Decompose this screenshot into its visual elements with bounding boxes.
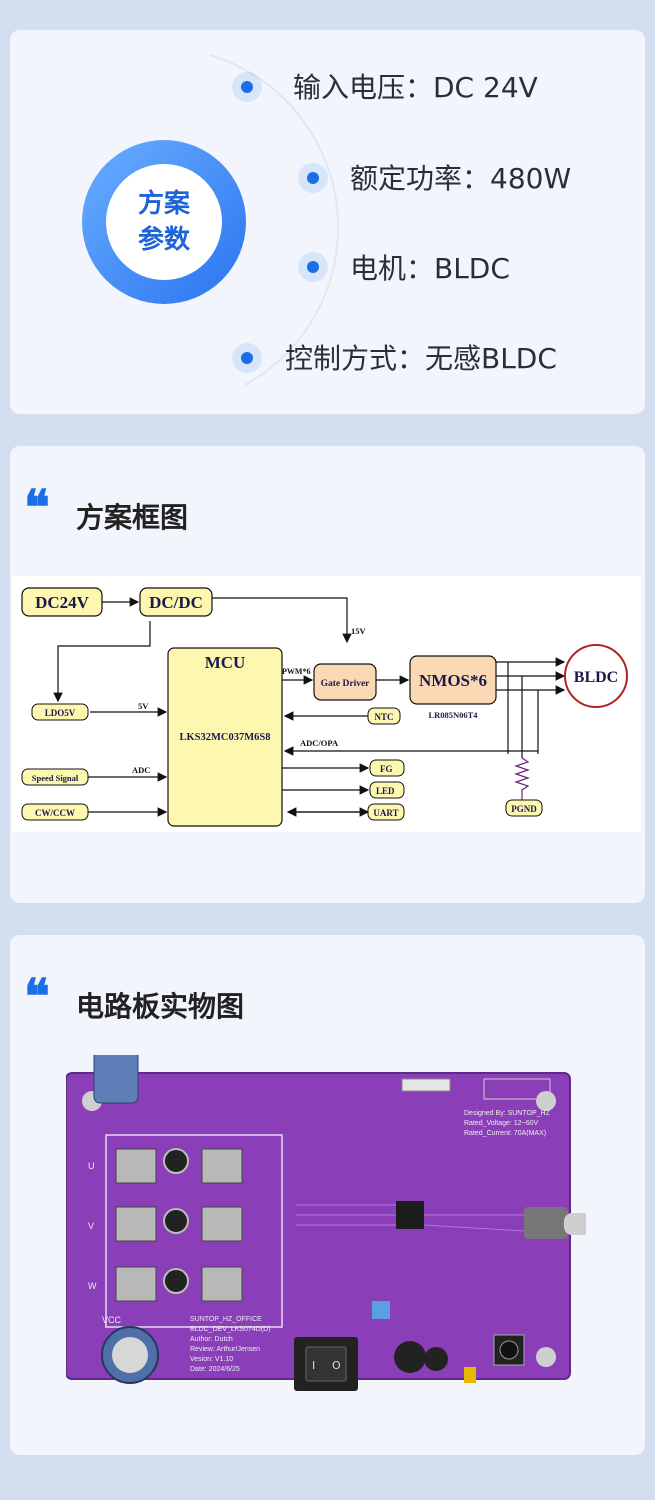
- block-speed-signal-label: Speed Signal: [32, 773, 79, 783]
- block-cwccw: [21, 803, 89, 821]
- block-gate-driver: [313, 663, 377, 701]
- silk-board-name: BLDC_DEV_LKS074D(D): [190, 1326, 271, 1333]
- params-card: 方案 参数 输入电压：DC 24V 额定功率：480W 电机：BLDC 控制方式…: [10, 30, 645, 414]
- decor-arc: [209, 54, 340, 386]
- block-cwccw-label: CW/CCW: [35, 808, 75, 818]
- quote-icon: ❝: [24, 969, 50, 1025]
- svg-text:I: I: [312, 1359, 315, 1372]
- block-diagram-svg: DC24V DC/DC MCU LKS32MC037M6S8 LDO5V Gat…: [21, 587, 628, 827]
- board-illustration: I O Designed By: SUNTOP_HZ Rated_Voltage…: [65, 1039, 608, 1391]
- label-adc-opa: ADC/OPA: [300, 738, 339, 748]
- silk-date: Date: 2024/6/25: [190, 1366, 240, 1373]
- param-rated-power: 额定功率：480W: [350, 162, 572, 195]
- block-mcu: [167, 647, 283, 827]
- silk-rated-current: Rated_Current: 70A(MAX): [464, 1130, 546, 1137]
- block-dc24v-label: DC24V: [35, 593, 90, 612]
- block-ldo-label: LDO5V: [45, 708, 76, 718]
- silk-designed-by: Designed By: SUNTOP_HZ: [464, 1110, 551, 1117]
- block-uart-label: UART: [373, 808, 398, 818]
- section-title-diagram: 方案框图: [76, 501, 189, 534]
- silk-phase-v: V: [88, 1221, 94, 1231]
- param-motor: 电机：BLDC: [350, 252, 510, 285]
- block-uart: [367, 803, 405, 821]
- block-dcdc: [139, 587, 213, 617]
- block-nmos-part: LR085N06T4: [428, 710, 478, 720]
- block-fg-label: FG: [380, 764, 393, 774]
- block-bldc: [564, 644, 628, 708]
- section-title-board: 电路板实物图: [76, 990, 245, 1023]
- badge-line1: 方案: [137, 189, 190, 219]
- block-diagram: DC24V DC/DC MCU LKS32MC037M6S8 LDO5V Gat…: [12, 576, 641, 832]
- silk-vcc: VCC: [102, 1315, 122, 1325]
- block-mcu-label: MCU: [205, 653, 246, 672]
- param-input-voltage: 输入电压：DC 24V: [293, 71, 538, 104]
- param-control-mode: 控制方式：无感BLDC: [285, 342, 557, 375]
- silk-review: Review: Arthur/Jensen: [190, 1346, 260, 1353]
- label-15v: 15V: [351, 626, 367, 636]
- block-ldo: [31, 703, 89, 721]
- label-pwm: PWM*6: [282, 667, 310, 676]
- block-fg: [369, 759, 405, 777]
- silk-rated-voltage: Rated_Voltage: 12~60V: [464, 1120, 538, 1127]
- quote-icon: ❝: [24, 480, 50, 536]
- bullet-dot-icon: [298, 163, 328, 193]
- silk-office: SUNTOP_HZ_OFFICE: [190, 1316, 262, 1323]
- label-adc: ADC: [132, 765, 150, 775]
- silk-version: Vesion: V1.10: [190, 1356, 233, 1363]
- bullet-dot-icon: [232, 72, 262, 102]
- block-speed-signal: [21, 768, 89, 786]
- block-ntc: [367, 707, 401, 725]
- silk-phase-w: W: [88, 1281, 97, 1291]
- badge-line2: 参数: [137, 225, 190, 255]
- block-dc24v: [21, 587, 103, 617]
- block-gate-driver-label: Gate Driver: [321, 679, 371, 689]
- block-ntc-label: NTC: [374, 712, 393, 722]
- bullet-dot-icon: [232, 343, 262, 373]
- block-led-label: LED: [376, 786, 395, 796]
- silk-author: Author: Dutch: [190, 1336, 233, 1343]
- block-bldc-label: BLDC: [574, 669, 618, 686]
- block-nmos: [409, 655, 497, 705]
- bullet-dot-icon: [298, 252, 328, 282]
- block-dcdc-label: DC/DC: [149, 593, 203, 612]
- svg-text:O: O: [332, 1359, 341, 1372]
- label-5v: 5V: [138, 701, 149, 711]
- block-mcu-part: LKS32MC037M6S8: [179, 732, 270, 743]
- block-led: [369, 781, 405, 799]
- block-pgnd: [505, 799, 543, 817]
- block-pgnd-label: PGND: [511, 804, 537, 814]
- params-badge: 方案 参数: [82, 140, 246, 304]
- block-nmos-label: NMOS*6: [419, 671, 487, 690]
- board-photo: I O Designed By: SUNTOP_HZ Rated_Voltage…: [65, 1039, 608, 1395]
- silk-phase-u: U: [88, 1161, 95, 1171]
